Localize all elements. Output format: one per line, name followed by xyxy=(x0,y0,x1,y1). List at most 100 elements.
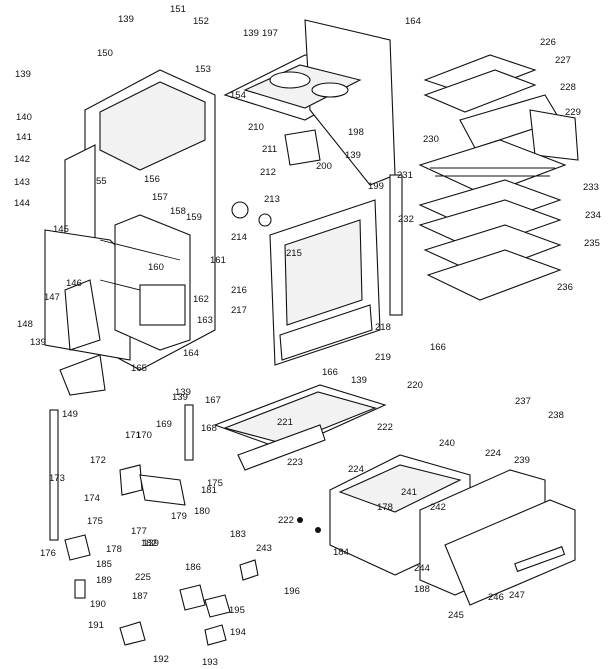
part-label-196: 196 xyxy=(284,586,300,597)
part-label-139: 139 xyxy=(15,69,31,80)
part-label-224: 224 xyxy=(485,448,501,459)
part-label-139: 139 xyxy=(175,387,191,398)
part-label-140: 140 xyxy=(16,112,32,123)
part-label-139: 139 xyxy=(143,538,159,549)
part-label-222: 222 xyxy=(377,422,393,433)
part-label-241: 241 xyxy=(401,487,417,498)
part-label-232: 232 xyxy=(398,214,414,225)
part-label-161: 161 xyxy=(210,255,226,266)
part-label-143: 143 xyxy=(14,177,30,188)
part-label-192: 192 xyxy=(153,654,169,665)
part-label-220: 220 xyxy=(407,380,423,391)
part-label-199: 199 xyxy=(368,181,384,192)
part-label-235: 235 xyxy=(584,238,600,249)
part-label-233: 233 xyxy=(583,182,599,193)
part-label-228: 228 xyxy=(560,82,576,93)
part-label-178: 178 xyxy=(377,502,393,513)
part-label-237: 237 xyxy=(515,396,531,407)
part-label-245: 245 xyxy=(448,610,464,621)
part-label-195: 195 xyxy=(229,605,245,616)
part-label-146: 146 xyxy=(66,278,82,289)
part-label-159: 159 xyxy=(186,212,202,223)
part-label-200: 200 xyxy=(316,161,332,172)
part-label-178: 178 xyxy=(106,544,122,555)
part-label-214: 214 xyxy=(231,232,247,243)
part-label-169: 169 xyxy=(156,419,172,430)
part-label-213: 213 xyxy=(264,194,280,205)
part-label-139: 139 xyxy=(243,28,259,39)
part-label-142: 142 xyxy=(14,154,30,165)
part-label-225: 225 xyxy=(135,572,151,583)
part-label-152: 152 xyxy=(193,16,209,27)
part-label-163: 163 xyxy=(197,315,213,326)
part-label-187: 187 xyxy=(132,591,148,602)
part-label-55: 55 xyxy=(96,176,107,187)
part-label-148: 148 xyxy=(17,319,33,330)
part-label-230: 230 xyxy=(423,134,439,145)
part-label-183: 183 xyxy=(230,529,246,540)
part-label-141: 141 xyxy=(16,132,32,143)
part-label-217: 217 xyxy=(231,305,247,316)
part-label-215: 215 xyxy=(286,248,302,259)
part-label-234: 234 xyxy=(585,210,601,221)
part-label-175: 175 xyxy=(207,478,223,489)
part-label-171: 171 xyxy=(125,430,141,441)
part-label-160: 160 xyxy=(148,262,164,273)
part-label-238: 238 xyxy=(548,410,564,421)
part-label-229: 229 xyxy=(565,107,581,118)
part-label-181: 181 xyxy=(201,485,217,496)
part-label-185: 185 xyxy=(96,559,112,570)
part-label-147: 147 xyxy=(44,292,60,303)
part-label-167: 167 xyxy=(205,395,221,406)
part-label-212: 212 xyxy=(260,167,276,178)
part-label-240: 240 xyxy=(439,438,455,449)
part-label-231: 231 xyxy=(397,170,413,181)
part-label-150: 150 xyxy=(97,48,113,59)
part-label-157: 157 xyxy=(152,192,168,203)
part-label-175: 175 xyxy=(87,516,103,527)
part-label-188: 188 xyxy=(414,584,430,595)
part-label-176: 176 xyxy=(40,548,56,559)
part-label-221: 221 xyxy=(277,417,293,428)
part-label-139: 139 xyxy=(345,150,361,161)
part-label-164: 164 xyxy=(405,16,421,27)
part-label-239: 239 xyxy=(514,455,530,466)
part-label-139: 139 xyxy=(30,337,46,348)
part-label-219: 219 xyxy=(375,352,391,363)
part-label-165: 165 xyxy=(131,363,147,374)
part-label-139: 139 xyxy=(351,375,367,386)
part-label-151: 151 xyxy=(170,4,186,15)
part-label-191: 191 xyxy=(88,620,104,631)
range-body-left-panels xyxy=(44,69,216,396)
part-label-166: 166 xyxy=(322,367,338,378)
part-label-246: 246 xyxy=(488,592,504,603)
part-label-164: 164 xyxy=(183,348,199,359)
part-label-173: 173 xyxy=(49,473,65,484)
part-label-149: 149 xyxy=(62,409,78,420)
part-label-153: 153 xyxy=(195,64,211,75)
part-label-222: 222 xyxy=(278,515,294,526)
part-label-242: 242 xyxy=(430,502,446,513)
part-label-145: 145 xyxy=(53,224,69,235)
oven-racks xyxy=(418,54,579,301)
part-label-174: 174 xyxy=(84,493,100,504)
part-label-236: 236 xyxy=(557,282,573,293)
part-label-182: 182 xyxy=(141,538,157,549)
part-label-166: 166 xyxy=(430,342,446,353)
part-label-226: 226 xyxy=(540,37,556,48)
part-label-156: 156 xyxy=(144,174,160,185)
hardware-parts xyxy=(49,201,321,646)
part-label-190: 190 xyxy=(90,599,106,610)
part-label-216: 216 xyxy=(231,285,247,296)
part-label-194: 194 xyxy=(230,627,246,638)
part-label-139: 139 xyxy=(118,14,134,25)
part-label-168: 168 xyxy=(201,423,217,434)
part-label-218: 218 xyxy=(375,322,391,333)
cooktop-assembly xyxy=(223,19,396,186)
oven-door xyxy=(269,174,403,366)
part-label-184: 184 xyxy=(333,547,349,558)
part-label-247: 247 xyxy=(509,590,525,601)
part-label-210: 210 xyxy=(248,122,264,133)
part-label-180: 180 xyxy=(194,506,210,517)
